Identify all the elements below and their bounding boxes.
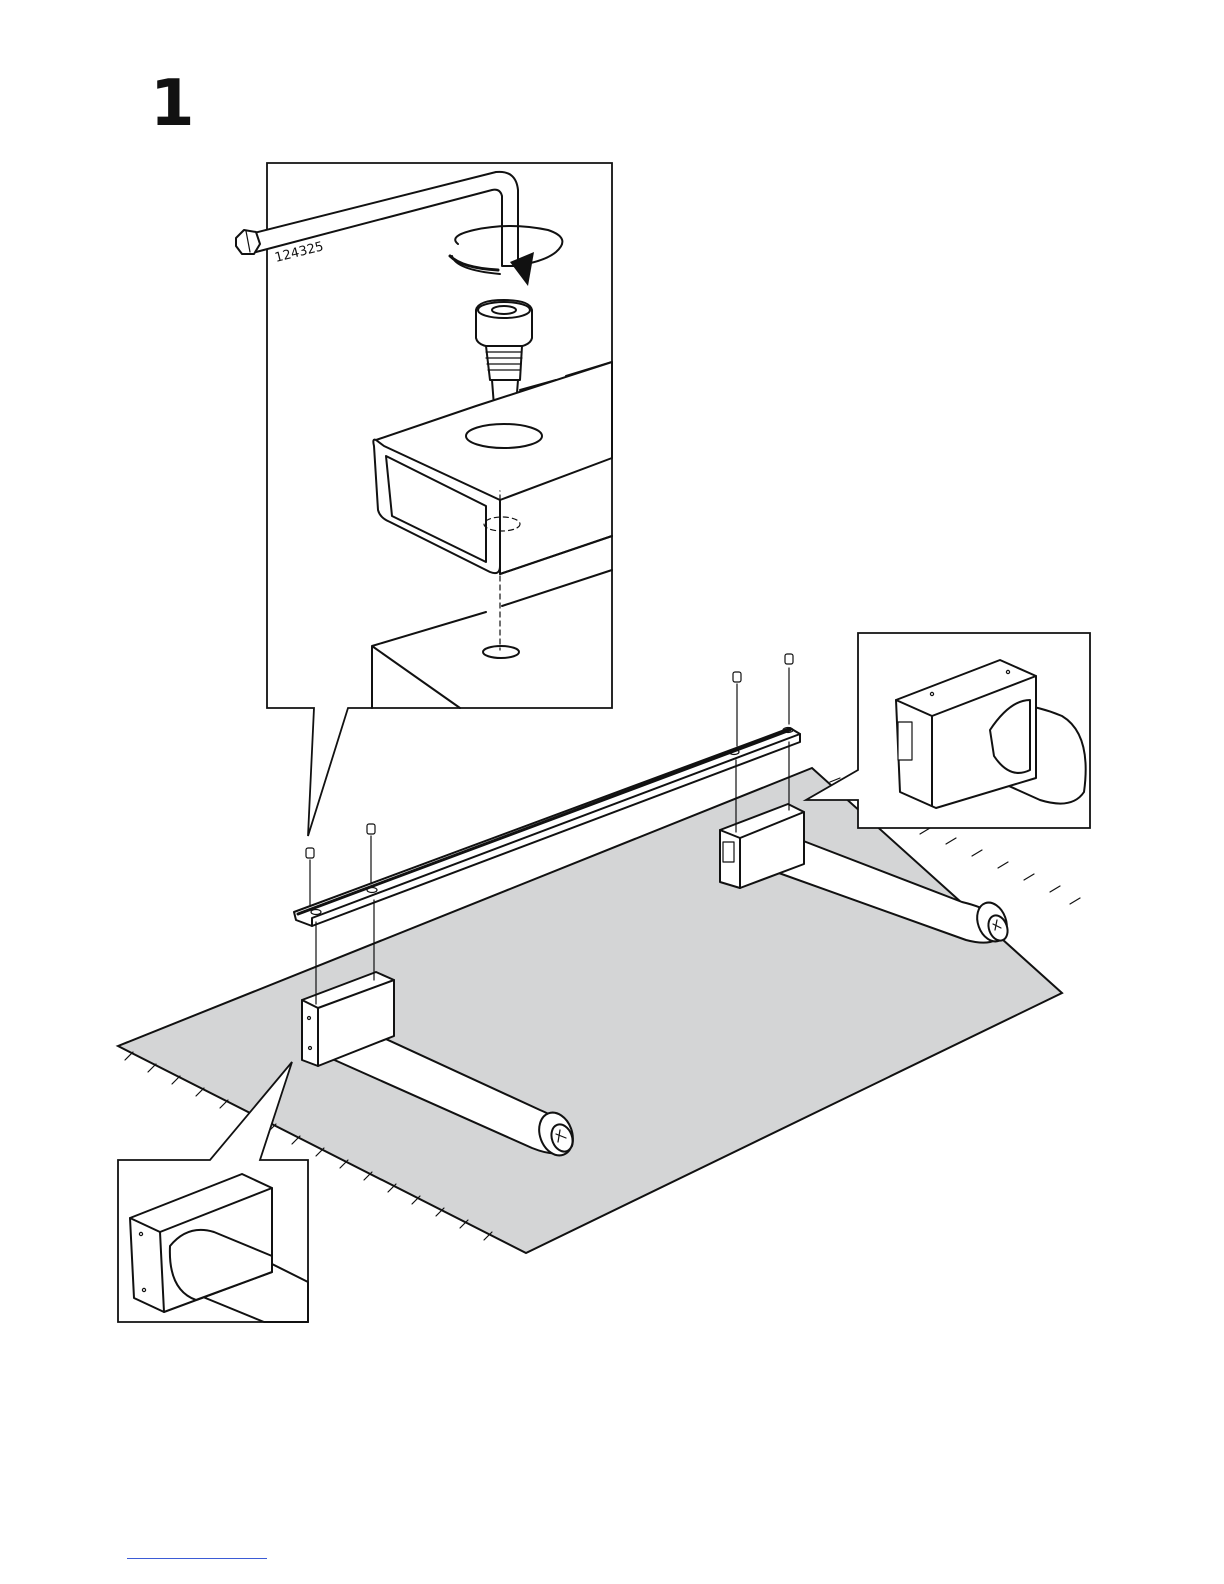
detail-callout-tool: 124325 (236, 163, 612, 836)
detail-callout-right (806, 633, 1090, 828)
bottom-link-underline (127, 1558, 267, 1559)
detail-callout-left (118, 1062, 308, 1322)
